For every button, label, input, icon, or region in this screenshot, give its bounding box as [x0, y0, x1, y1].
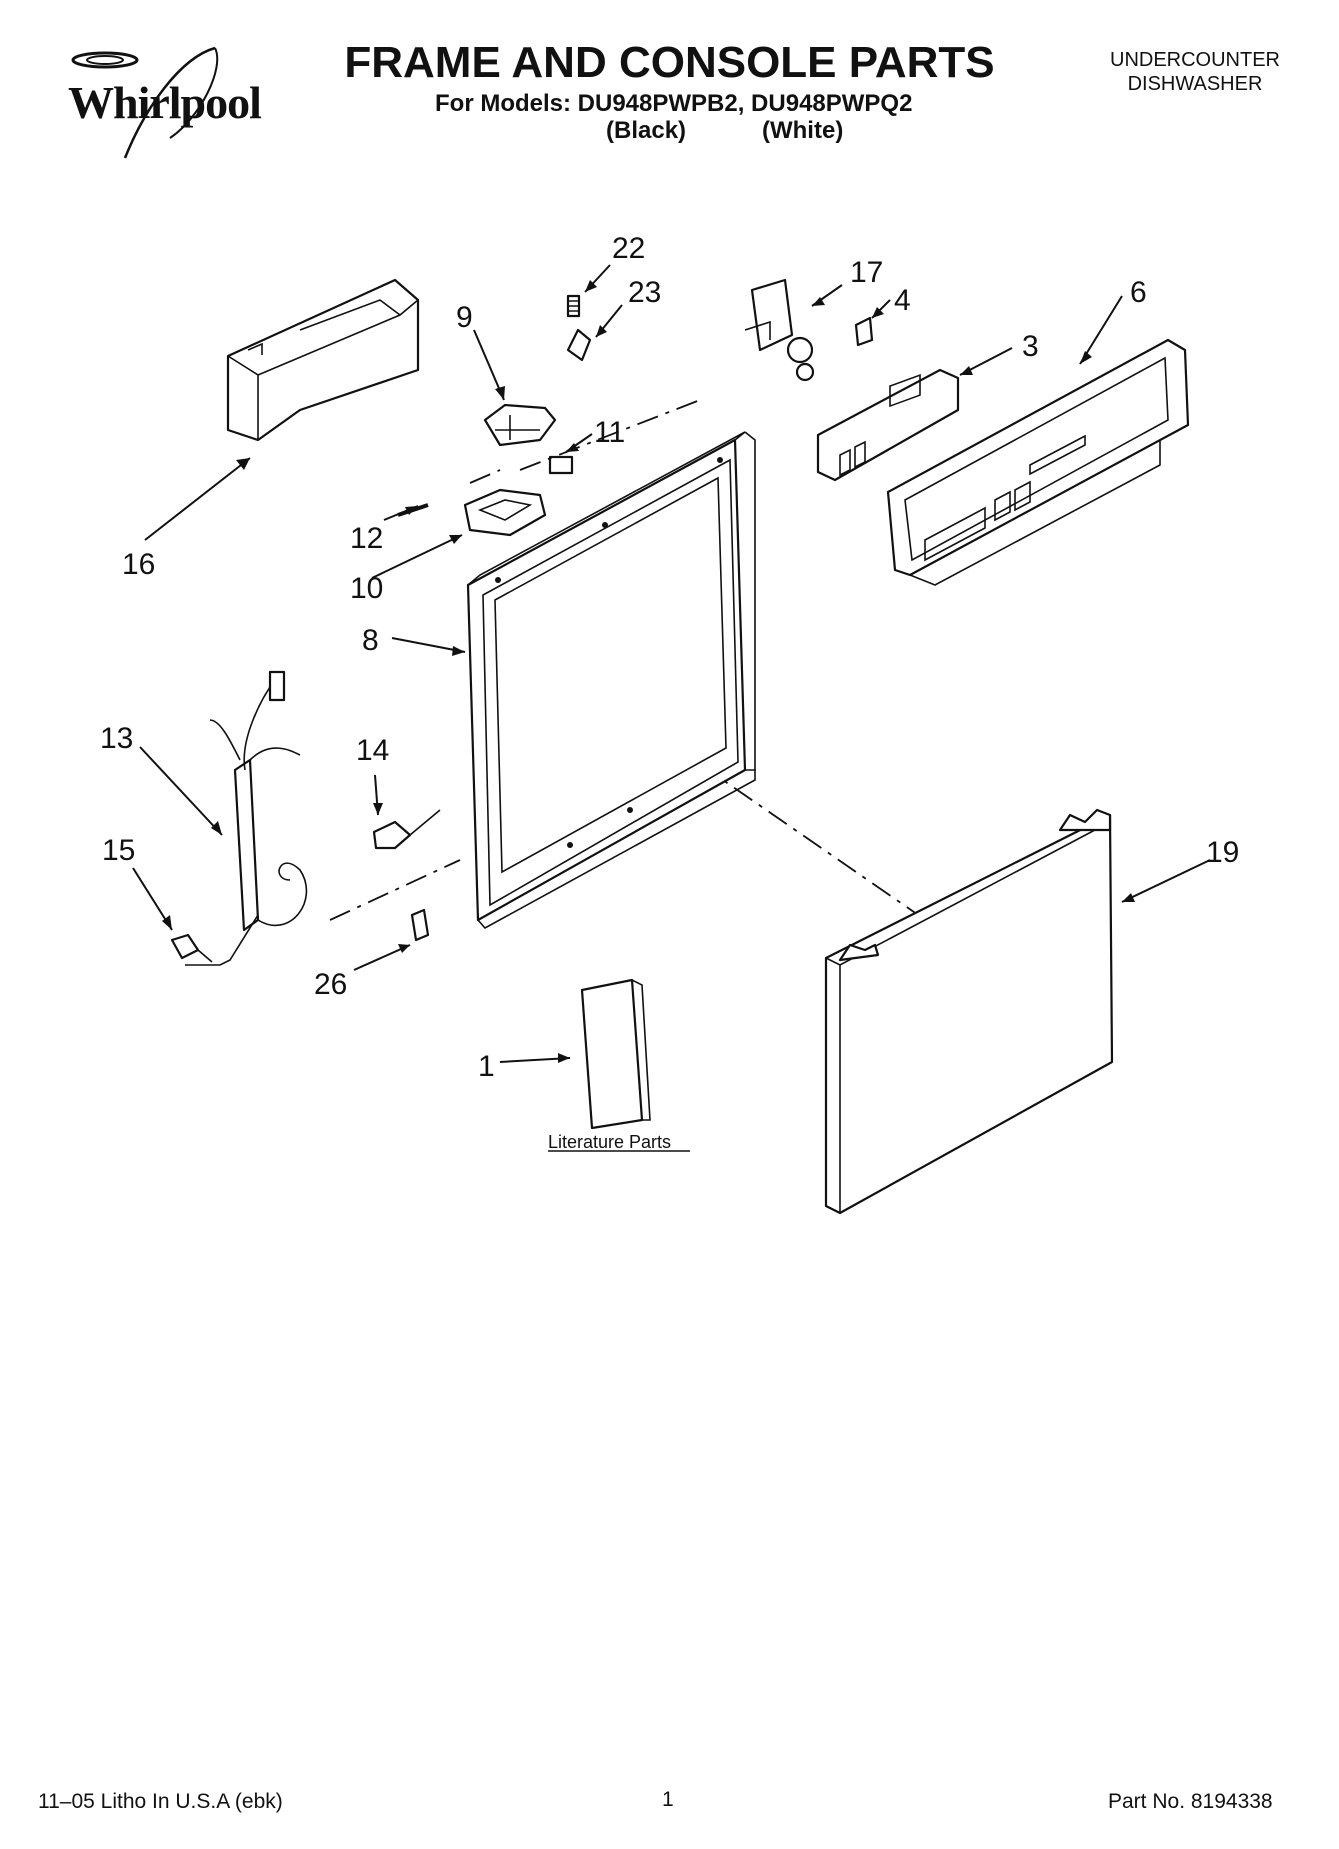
callout-11: 11 [594, 416, 625, 449]
callout-14: 14 [356, 734, 389, 767]
part-19-door-panel [824, 808, 1114, 1215]
product-category: UNDERCOUNTER DISHWASHER [1080, 48, 1310, 96]
callout-16: 16 [122, 548, 155, 581]
part-6-console [886, 338, 1190, 586]
category-line-1: UNDERCOUNTER [1110, 49, 1280, 71]
part-8-frame [466, 431, 756, 930]
callout-8: 8 [362, 624, 379, 657]
variant-black-label: (Black) [606, 117, 687, 144]
callout-26: 26 [314, 968, 347, 1001]
callout-23: 23 [628, 276, 661, 309]
part-13-wire-harness [185, 670, 308, 966]
callout-10: 10 [350, 572, 383, 605]
part-14-connector [372, 809, 441, 850]
callout-19: 19 [1206, 836, 1239, 869]
literature-parts-label: Literature Parts [548, 1132, 671, 1152]
part-number: Part No. 8194338 [1108, 1790, 1273, 1813]
part-23-clip [566, 328, 592, 362]
model-numbers: For Models: DU948PWPB2, DU948PWPQ2 [435, 90, 913, 117]
callout-1: 1 [478, 1050, 495, 1083]
part-17-switch-assembly [744, 278, 815, 382]
part-1-literature [580, 978, 651, 1130]
part-11-switch [548, 455, 574, 475]
part-9-latch [483, 403, 557, 447]
part-3-control-panel [816, 368, 960, 482]
callout-13: 13 [100, 722, 133, 755]
part-16-baffle [226, 278, 420, 442]
part-10-bracket [463, 488, 547, 537]
callout-22: 22 [612, 232, 645, 265]
callout-6: 6 [1130, 276, 1147, 309]
part-26-clip [410, 908, 430, 942]
callout-9: 9 [456, 301, 473, 334]
part-15-screw [170, 933, 213, 963]
page-title: FRAME AND CONSOLE PARTS [344, 38, 995, 87]
callout-12: 12 [350, 522, 383, 555]
category-line-2: DISHWASHER [1127, 73, 1263, 95]
part-22-spring [566, 294, 581, 318]
whirlpool-logo: Whirlpool [50, 38, 290, 168]
page-number: 1 [662, 1788, 674, 1811]
callout-17: 17 [850, 256, 883, 289]
variant-white-label: (White) [762, 117, 844, 144]
callout-15: 15 [102, 834, 135, 867]
part-4-clip [854, 316, 874, 347]
callout-4: 4 [894, 284, 911, 317]
callout-3: 3 [1022, 330, 1039, 363]
brand-name: Whirlpool [68, 77, 262, 128]
logo-swirl-icon [71, 46, 219, 159]
footer-print-info: 11–05 Litho In U.S.A (ebk) [38, 1790, 283, 1813]
